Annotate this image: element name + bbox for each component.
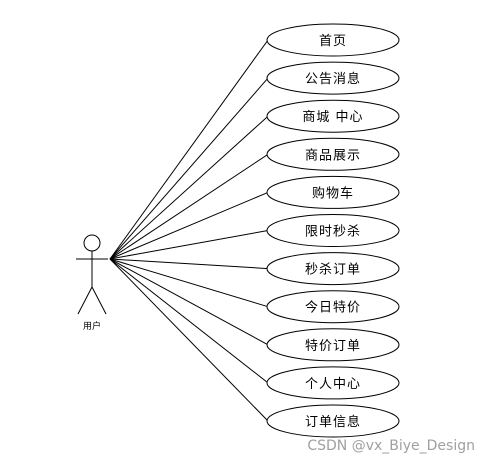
use-case-2-label: 公告消息 (305, 71, 361, 87)
watermark: CSDN @vx_Biye_Design (307, 438, 475, 454)
association-line-1 (109, 39, 269, 260)
use-case-3-ellipse (266, 99, 400, 133)
actor-label: 用户 (83, 320, 101, 332)
use-case-5-label: 购物车 (312, 185, 354, 201)
use-case-9: 特价订单 (266, 328, 400, 362)
actor-left-leg (77, 286, 93, 315)
association-line-3 (109, 115, 269, 260)
use-case-1-ellipse (266, 23, 400, 57)
association-line-8 (109, 258, 269, 308)
use-case-10-ellipse (266, 366, 400, 400)
use-case-8: 今日特价 (266, 290, 400, 324)
association-line-4 (109, 153, 269, 260)
use-case-8-label: 今日特价 (305, 300, 361, 316)
association-line-7 (109, 258, 269, 270)
use-case-9-label: 特价订单 (305, 339, 361, 354)
use-case-5: 购物车 (266, 175, 400, 209)
use-case-4-ellipse (266, 137, 400, 171)
association-line-10 (109, 258, 269, 384)
use-case-2-ellipse (266, 61, 400, 95)
association-line-2 (109, 77, 269, 260)
association-line-5 (109, 191, 269, 260)
use-case-9-ellipse (266, 328, 400, 362)
use-case-7: 秒杀订单 (266, 252, 400, 286)
use-case-5-ellipse (266, 175, 400, 209)
association-line-9 (109, 258, 269, 346)
actor-head (83, 234, 101, 252)
use-case-7-ellipse (266, 252, 400, 286)
association-line-11 (109, 258, 269, 422)
use-case-10: 个人中心 (266, 366, 400, 400)
use-case-11-ellipse (266, 404, 400, 438)
use-case-4-label: 商品展示 (305, 148, 361, 163)
use-case-2: 公告消息 (266, 61, 400, 95)
actor-user: 用户 (76, 234, 108, 332)
use-case-6-ellipse (266, 214, 400, 247)
use-case-11: 订单信息 (266, 404, 400, 438)
use-case-7-label: 秒杀订单 (305, 263, 361, 278)
use-case-1: 首页 (266, 23, 400, 57)
use-case-6: 限时秒杀 (266, 214, 400, 247)
use-case-4: 商品展示 (266, 137, 400, 171)
use-case-11-label: 订单信息 (305, 414, 361, 430)
association-line-6 (109, 230, 269, 260)
actor-right-leg (91, 286, 107, 315)
use-case-1-label: 首页 (319, 34, 347, 49)
association-lines (109, 39, 269, 422)
use-case-6-label: 限时秒杀 (305, 225, 361, 240)
use-case-3: 商城 中心 (266, 99, 400, 133)
use-case-3-label: 商城 中心 (302, 110, 363, 125)
use-case-10-label: 个人中心 (305, 377, 361, 392)
use-case-8-ellipse (266, 290, 400, 324)
